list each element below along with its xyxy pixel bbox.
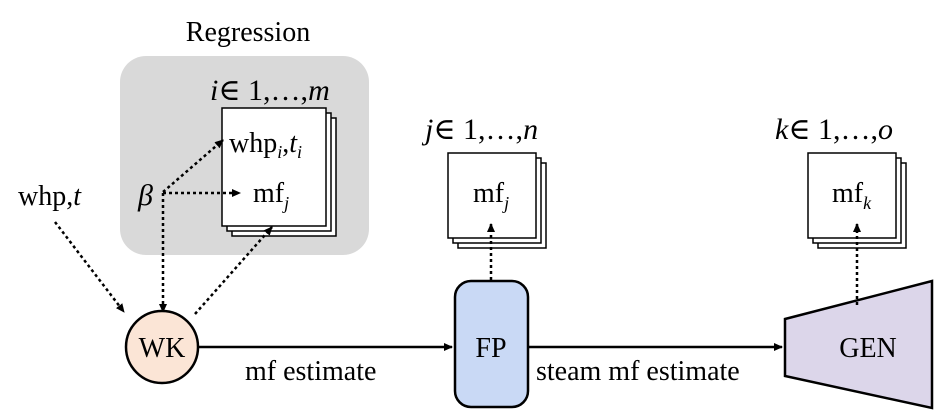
beta-symbol: β xyxy=(137,179,153,212)
index-k-label: k∈ 1,…,o xyxy=(775,113,893,146)
index-j-label: j∈ 1,…,n xyxy=(421,113,538,146)
gen-node xyxy=(783,279,934,410)
index-i-label: i∈ 1,…,m xyxy=(210,74,330,107)
wk-to-regression-mf-arrow xyxy=(194,226,273,315)
fp-card-mf: mfj xyxy=(473,178,509,213)
wk-to-fp-label: mf estimate xyxy=(245,356,376,387)
fp-to-gen-label: steam mf estimate xyxy=(536,356,740,387)
fp-label: FP xyxy=(475,333,506,364)
fp-card-stack xyxy=(447,152,547,249)
regression-card-stack xyxy=(221,107,337,237)
input-whp-t-label: whp,t xyxy=(18,181,82,212)
regression-title: Regression xyxy=(186,17,310,48)
regression-card-mf: mfj xyxy=(253,178,289,213)
beta-to-whp-arrow xyxy=(162,139,224,193)
gen-label: GEN xyxy=(839,333,897,364)
regression-card-whp-t: whpi,ti xyxy=(229,128,302,162)
fp-node xyxy=(453,279,530,409)
input-to-wk-arrow xyxy=(54,221,125,313)
gen-card-mf: mfk xyxy=(832,178,872,213)
wk-label: WK xyxy=(139,333,186,364)
